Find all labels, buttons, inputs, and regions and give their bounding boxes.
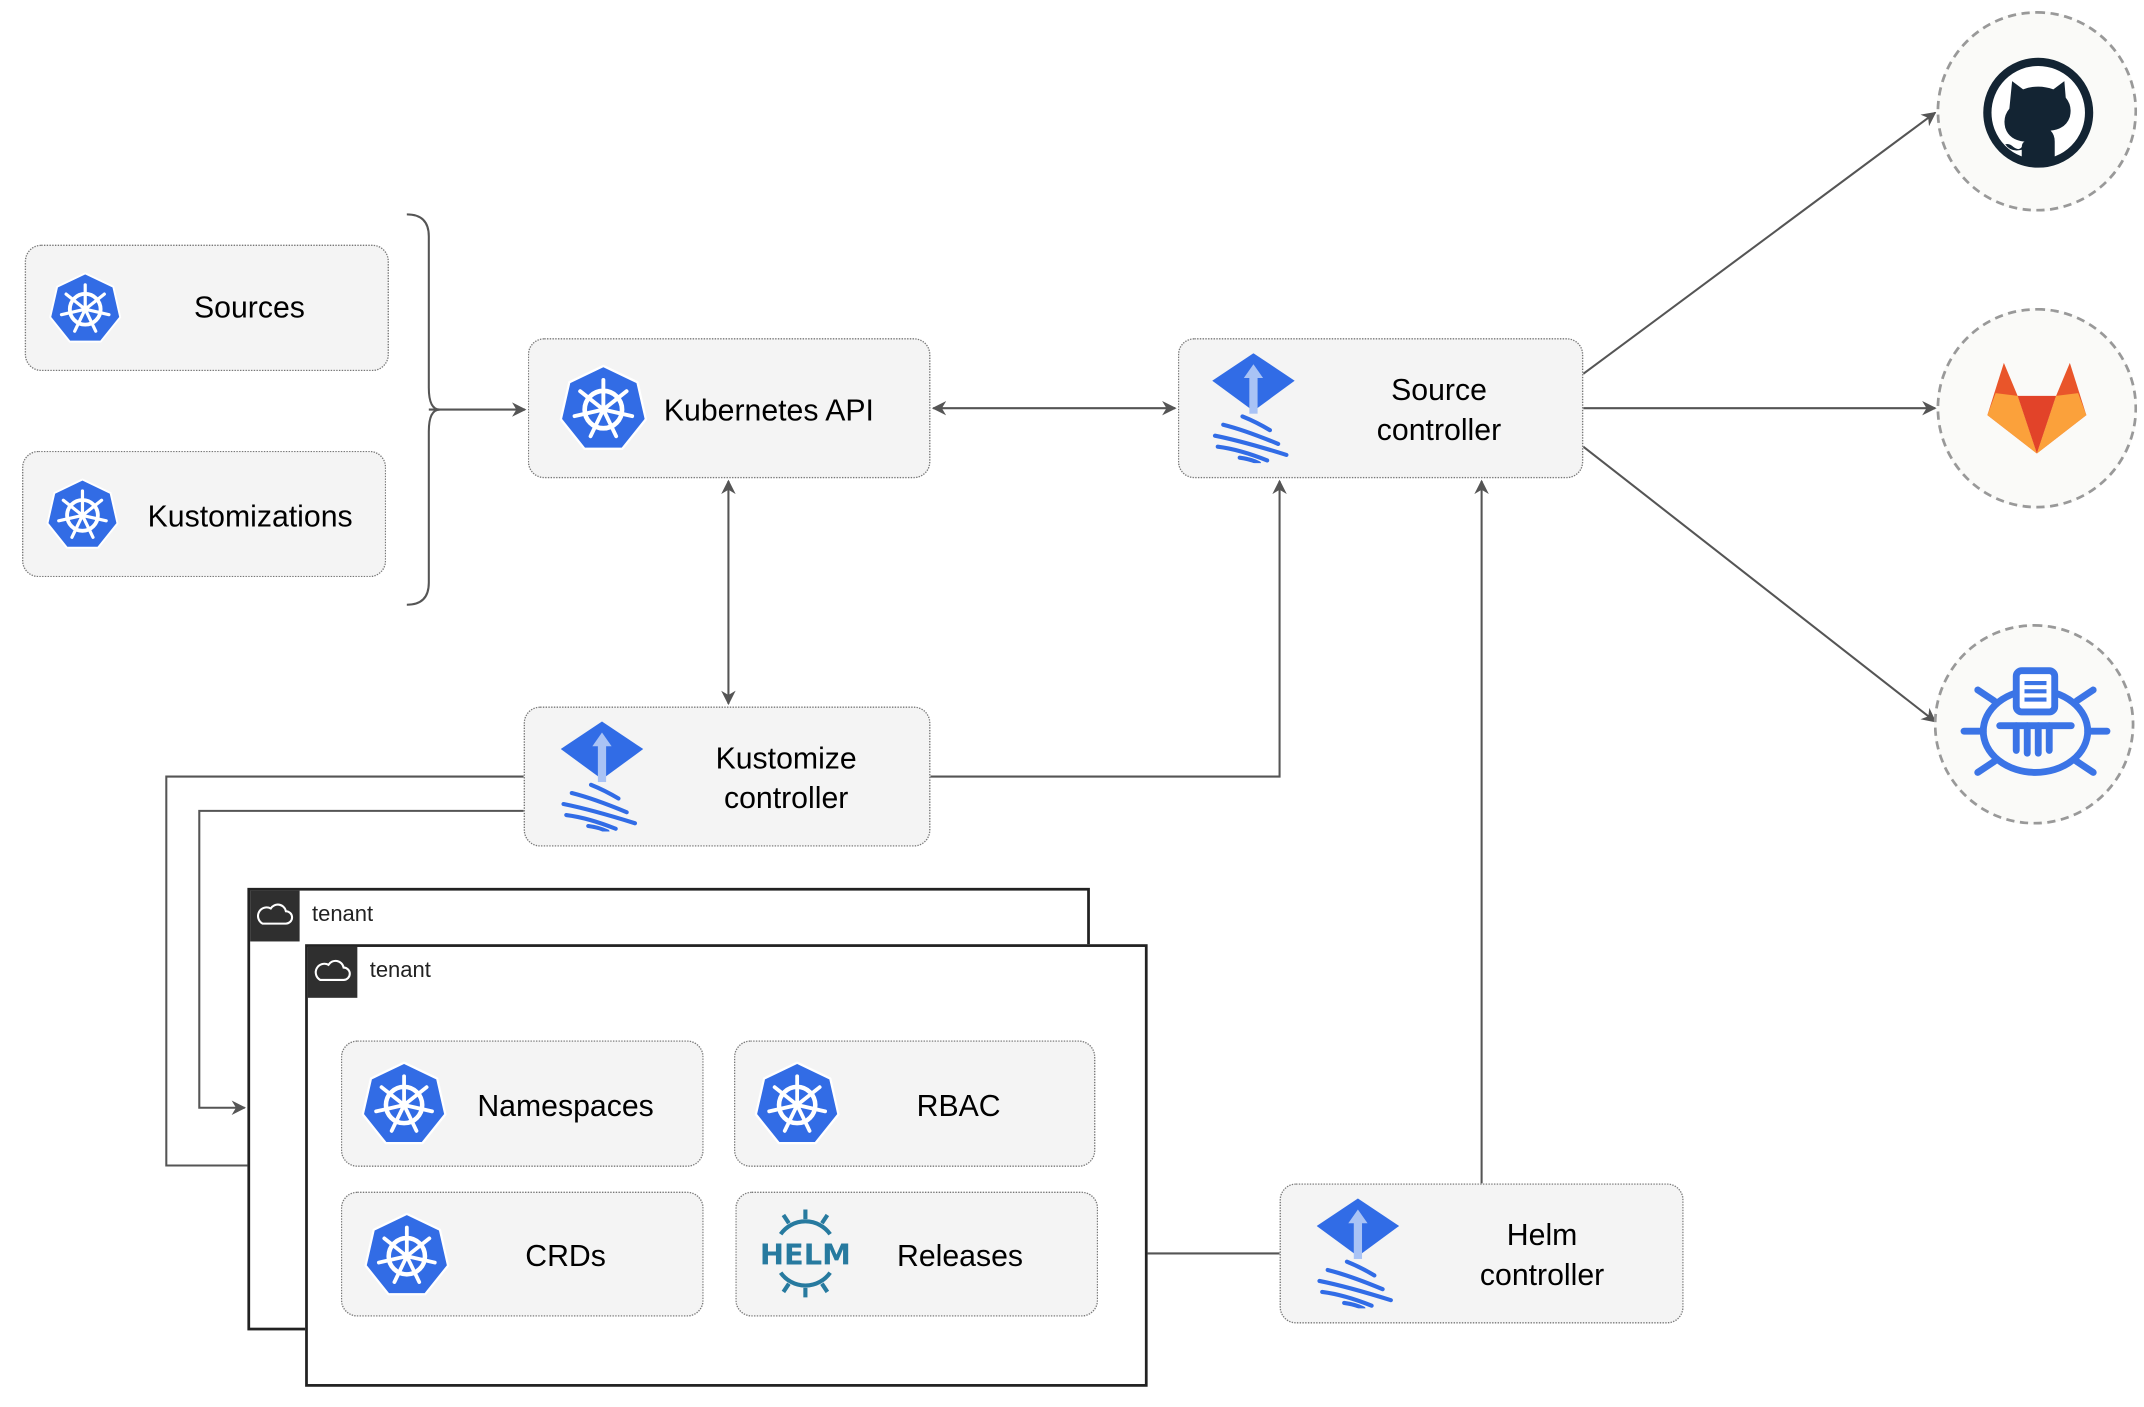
arrow-source-github: [1582, 111, 1937, 375]
namespaces-node[interactable]: Namespaces: [340, 1040, 704, 1167]
helm-logo-text: HELM: [760, 1237, 851, 1271]
gitlab-source[interactable]: [1936, 307, 2138, 509]
kubernetes-api-label: Kubernetes API: [663, 393, 874, 428]
kustomizations-label: Kustomizations: [147, 498, 353, 534]
kubernetes-icon: [361, 1211, 452, 1302]
rbac-label: RBAC: [916, 1088, 1001, 1123]
bucket-source[interactable]: [1933, 623, 2135, 825]
bucket-icon: [1960, 667, 2111, 776]
tenant-label: tenant: [311, 902, 374, 927]
helm-icon: HELM: [760, 1209, 851, 1298]
crds-node[interactable]: CRDs: [340, 1191, 704, 1317]
arrow-kustomize-tenant-1: [198, 809, 524, 1115]
flux-icon: [1212, 353, 1294, 463]
flux-icon: [1317, 1198, 1399, 1308]
kubernetes-icon: [359, 1060, 450, 1151]
rbac-node[interactable]: RBAC: [733, 1040, 1096, 1167]
namespaces-label: Namespaces: [477, 1088, 654, 1123]
kubernetes-icon: [44, 477, 121, 554]
arrow-source-bucket: [1582, 445, 1937, 723]
sources-node[interactable]: Sources: [24, 244, 389, 372]
github-icon: [1983, 57, 2094, 168]
releases-label: Releases: [896, 1238, 1024, 1273]
cloud-icon: [250, 890, 300, 942]
gitlab-icon: [1987, 362, 2087, 454]
kubernetes-icon: [557, 363, 650, 456]
arrow-kustomize-source: [930, 479, 1287, 778]
arrow-kustomize-tenant-2: [165, 775, 524, 1173]
kubernetes-icon: [752, 1060, 843, 1151]
kubernetes-icon: [47, 271, 124, 348]
cloud-icon: [307, 946, 358, 998]
crds-label: CRDs: [525, 1238, 606, 1273]
kubernetes-api-node[interactable]: Kubernetes API: [527, 338, 931, 479]
kustomizations-node[interactable]: Kustomizations: [21, 450, 387, 578]
github-source[interactable]: [1936, 10, 2138, 212]
flux-icon: [561, 722, 643, 832]
sources-label: Sources: [193, 289, 305, 325]
releases-node[interactable]: HELM Releases: [735, 1191, 1099, 1317]
tenant-label: tenant: [369, 959, 431, 983]
